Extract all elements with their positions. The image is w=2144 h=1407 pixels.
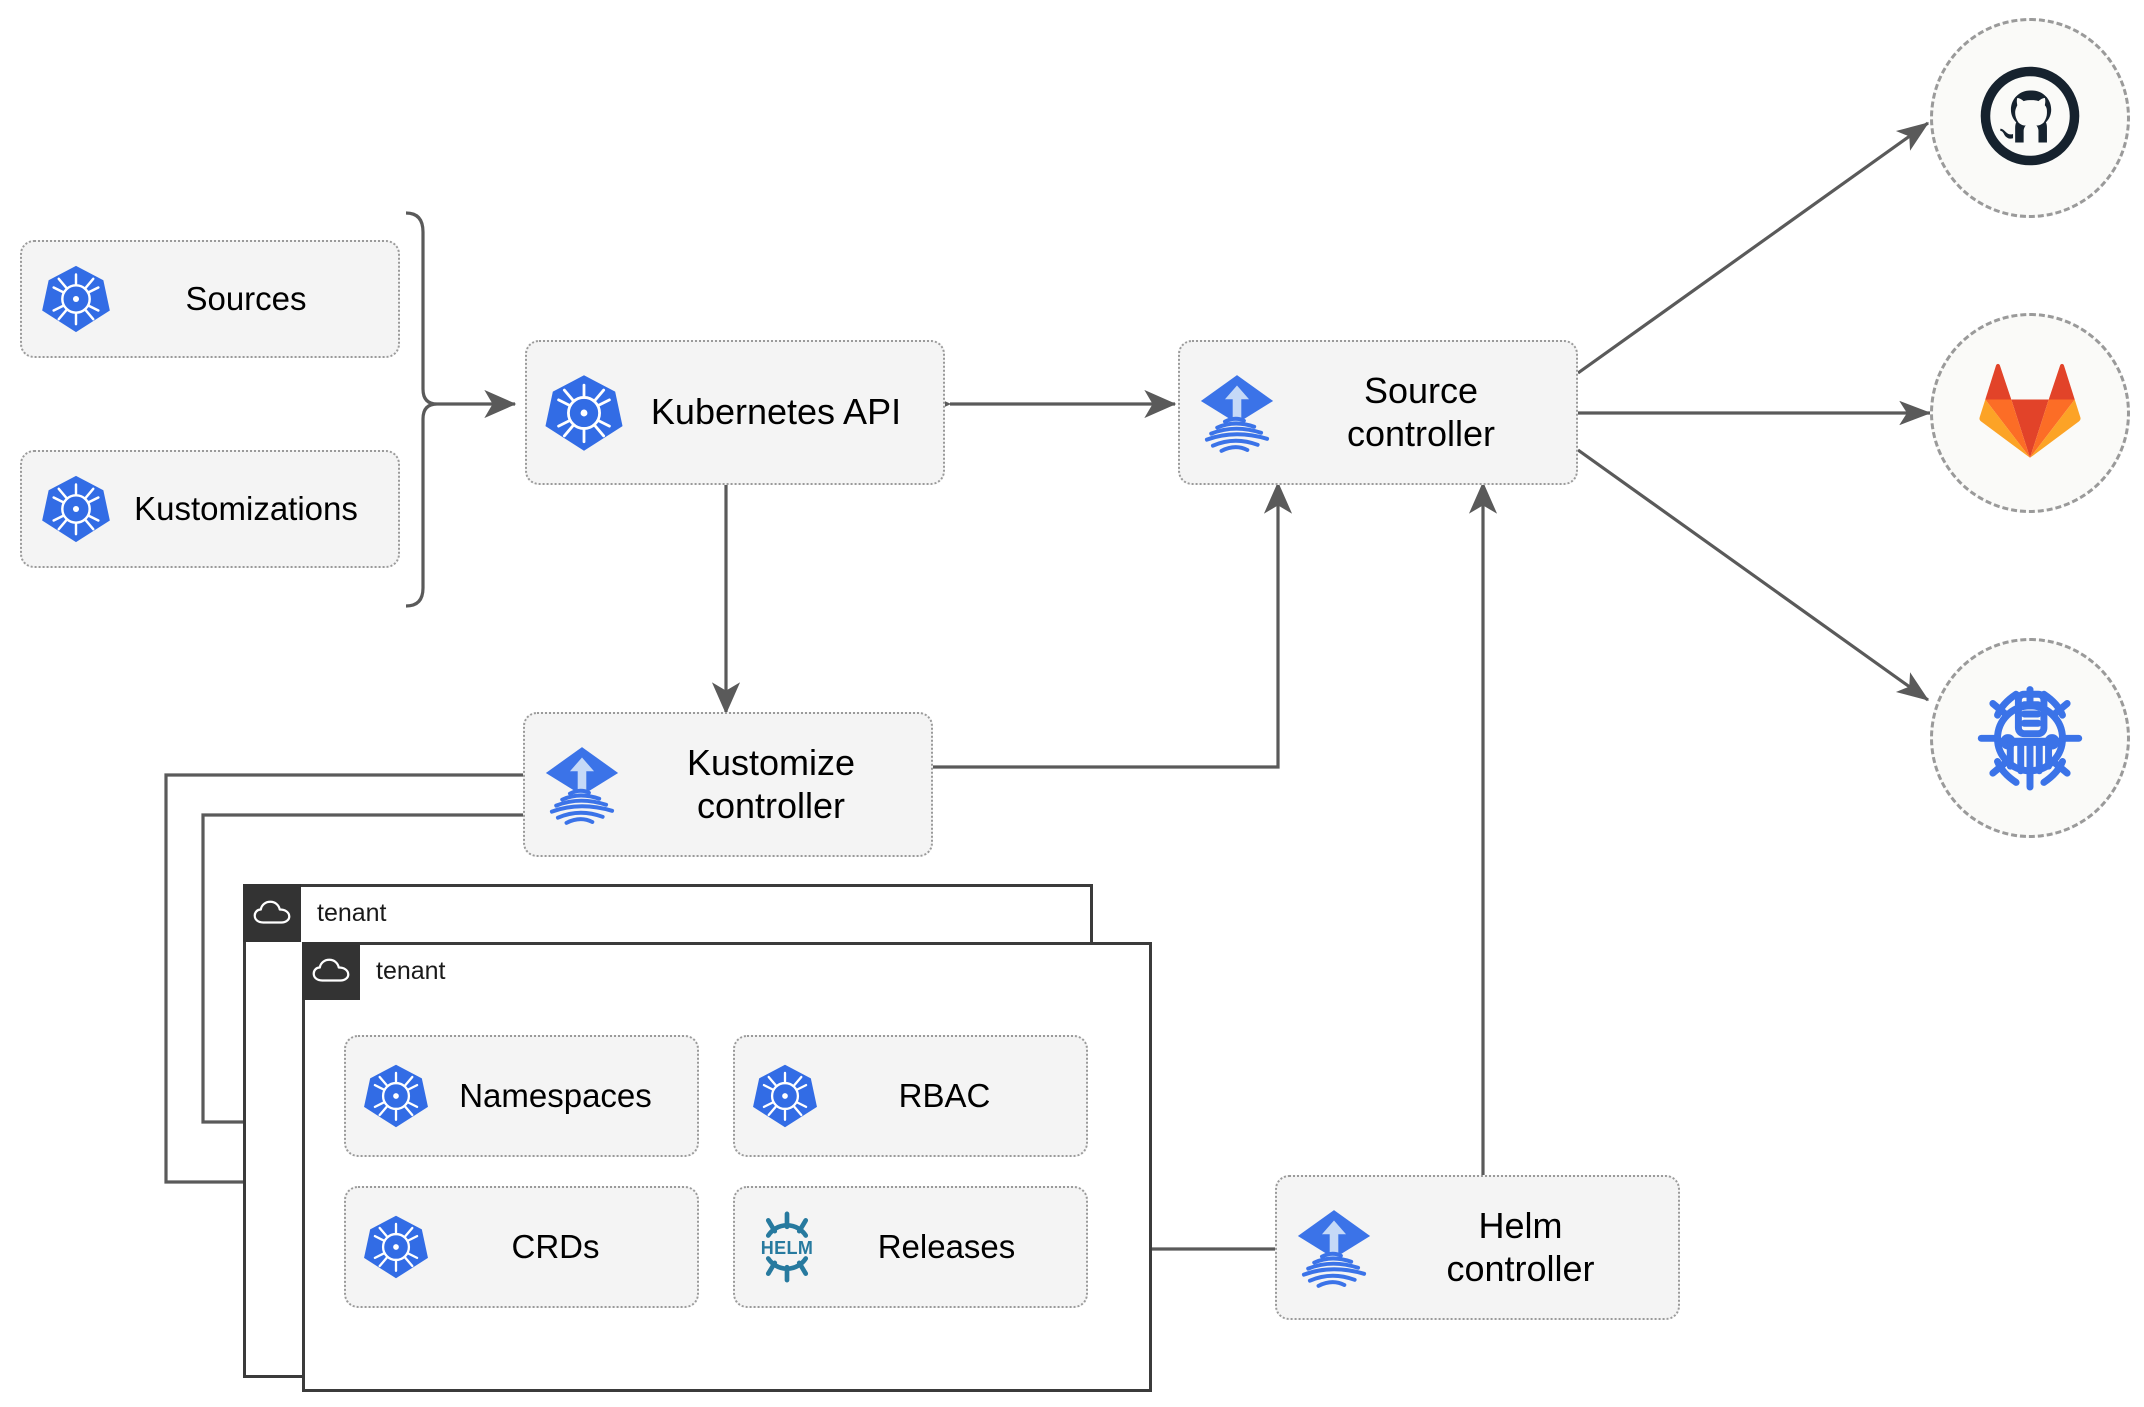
tenant-resource-releases[interactable]: HELM Releases xyxy=(733,1186,1088,1308)
cloud-icon xyxy=(302,942,360,1000)
kubernetes-icon xyxy=(362,1062,430,1130)
node-helm-controller[interactable]: Helm controller xyxy=(1275,1175,1680,1320)
kubernetes-icon xyxy=(751,1062,819,1130)
gitlab-icon xyxy=(1978,362,2082,465)
resource-node-kustomizations[interactable]: Kustomizations xyxy=(20,450,400,568)
flux-bucket-icon xyxy=(1972,678,2088,799)
provider-bucket[interactable] xyxy=(1930,638,2130,838)
flux-icon xyxy=(1194,370,1280,456)
tenant-resource-crds[interactable]: CRDs xyxy=(344,1186,699,1308)
github-icon xyxy=(1977,63,2083,174)
helm-icon: HELM xyxy=(751,1211,823,1283)
node-label-helm-controller: Helm controller xyxy=(1446,1205,1595,1289)
tenant-resource-label-rbac: RBAC xyxy=(898,1076,991,1114)
provider-gitlab[interactable] xyxy=(1930,313,2130,513)
node-kustomize-controller[interactable]: Kustomize controller xyxy=(523,712,933,857)
tenant-resource-label-namespaces: Namespaces xyxy=(459,1076,652,1114)
node-kubernetes-api[interactable]: Kubernetes API xyxy=(525,340,945,485)
flux-icon xyxy=(1291,1205,1377,1291)
resource-label-kustomizations: Kustomizations xyxy=(134,489,358,527)
tenant-label-back: tenant xyxy=(317,898,387,927)
tenant-resource-namespaces[interactable]: Namespaces xyxy=(344,1035,699,1157)
tenant-resource-rbac[interactable]: RBAC xyxy=(733,1035,1088,1157)
resource-node-sources[interactable]: Sources xyxy=(20,240,400,358)
wire-kustomize-controller-to-source-controller xyxy=(932,481,1293,769)
kubernetes-icon xyxy=(40,263,112,335)
kubernetes-icon xyxy=(543,372,625,454)
node-label-source-controller: Source controller xyxy=(1346,370,1496,454)
tenant-tab-back: tenant xyxy=(243,884,387,942)
node-label-kubernetes-api: Kubernetes API xyxy=(650,391,902,433)
wire-source-controller-to-bucket xyxy=(1577,448,1930,702)
resource-label-sources: Sources xyxy=(185,279,307,317)
tenant-container-front[interactable]: tenant Namespaces xyxy=(302,942,1152,1392)
resources-brace xyxy=(405,211,438,608)
tenant-resource-label-releases: Releases xyxy=(877,1227,1016,1265)
tenant-label-front: tenant xyxy=(376,956,446,985)
tenant-resource-label-crds: CRDs xyxy=(511,1227,600,1265)
wire-source-controller-to-github xyxy=(1577,121,1930,375)
kubernetes-icon xyxy=(362,1213,430,1281)
cloud-icon xyxy=(243,884,301,942)
node-source-controller[interactable]: Source controller xyxy=(1178,340,1578,485)
svg-text:HELM: HELM xyxy=(761,1238,813,1258)
kubernetes-icon xyxy=(40,473,112,545)
node-label-kustomize-controller: Kustomize controller xyxy=(686,742,856,826)
provider-github[interactable] xyxy=(1930,18,2130,218)
tenant-tab-front: tenant xyxy=(302,942,446,1000)
flux-icon xyxy=(539,742,625,828)
